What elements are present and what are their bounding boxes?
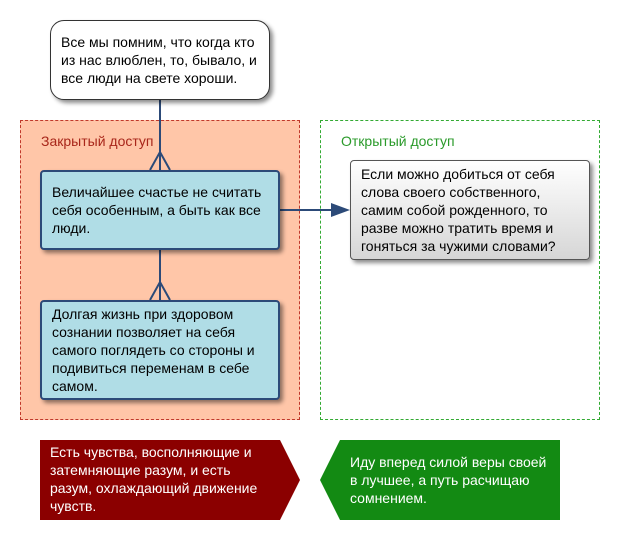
quote-node: Все мы помним, что когда кто из нас влюб… bbox=[50, 20, 270, 100]
faith-text: Иду вперед силой веры своей в лучшее, а … bbox=[350, 454, 547, 506]
self-born-node: Если можно добиться от себя слова своего… bbox=[350, 160, 590, 260]
long-life-text: Долгая жизнь при здоровом сознании позво… bbox=[52, 306, 255, 394]
banner-arrow-right-shape bbox=[40, 440, 300, 520]
self-born-text: Если можно добиться от себя слова своего… bbox=[361, 166, 556, 254]
open-access-label: Открытый доступ bbox=[341, 133, 455, 149]
long-life-node: Долгая жизнь при здоровом сознании позво… bbox=[40, 300, 280, 400]
faith-banner: Иду вперед силой веры своей в лучшее, а … bbox=[320, 440, 560, 520]
happiness-node: Величайшее счастье не считать себя особе… bbox=[40, 170, 280, 250]
banner-arrow-left-shape bbox=[320, 440, 560, 520]
feelings-text: Есть чувства, восполняющие и затемняющие… bbox=[50, 444, 258, 514]
quote-text: Все мы помним, что когда кто из нас влюб… bbox=[61, 34, 257, 86]
feelings-banner: Есть чувства, восполняющие и затемняющие… bbox=[40, 440, 300, 520]
happiness-text: Величайшее счастье не считать себя особе… bbox=[52, 184, 262, 236]
closed-access-label: Закрытый доступ bbox=[41, 133, 154, 149]
